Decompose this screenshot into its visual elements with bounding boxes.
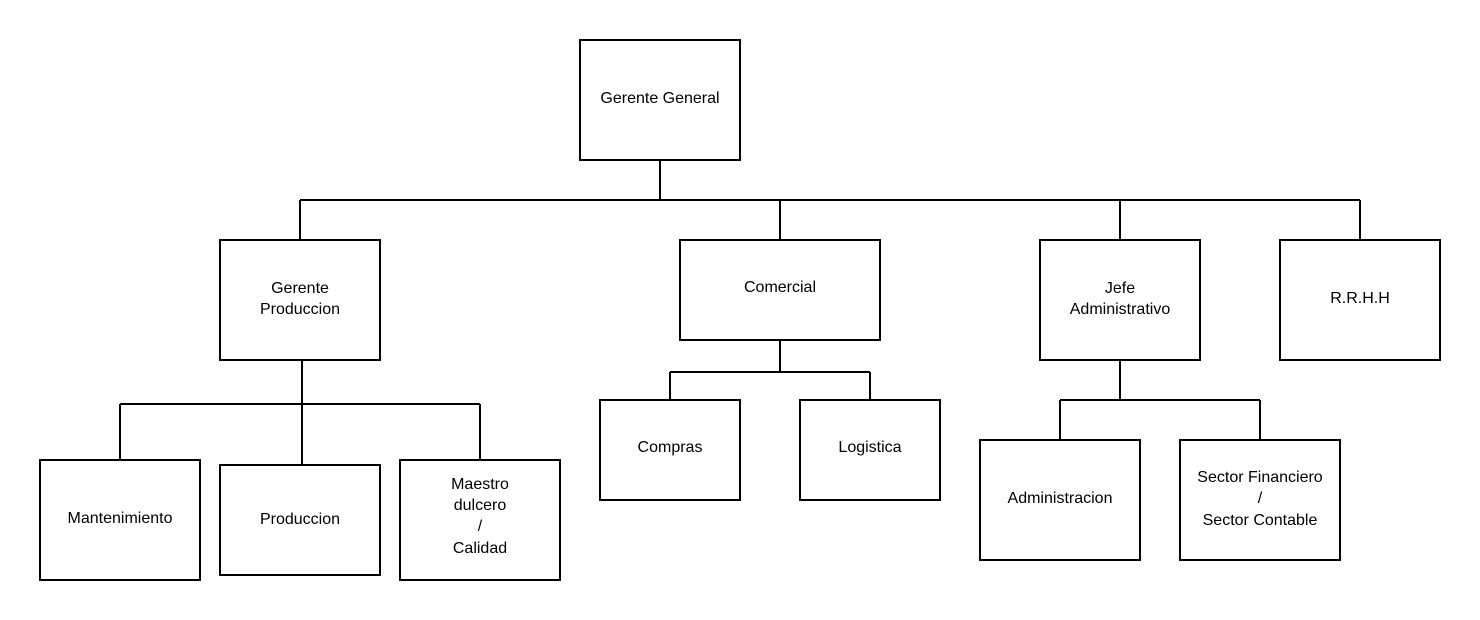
node-label-line: Gerente General (600, 90, 719, 107)
node-label-line: Sector Contable (1203, 512, 1318, 529)
node-label-line: / (1258, 490, 1263, 507)
node-gerente-general: Gerente General (579, 39, 741, 161)
node-label-line: Comercial (744, 279, 816, 296)
node-gerente-produccion: Gerente Produccion (219, 239, 381, 361)
node-sector-financiero: Sector Financiero / Sector Contable (1179, 439, 1341, 561)
node-administracion: Administracion (979, 439, 1141, 561)
connectors (119, 160, 1361, 465)
node-label-line: / (478, 518, 483, 535)
node-label-line: Administrativo (1070, 301, 1171, 318)
node-label-line: Sector Financiero (1197, 469, 1322, 486)
node-logistica: Logistica (799, 399, 941, 501)
node-jefe-administrativo: Jefe Administrativo (1039, 239, 1201, 361)
node-label-line: Mantenimiento (68, 510, 173, 527)
node-mantenimiento: Mantenimiento (39, 459, 201, 581)
node-produccion: Produccion (219, 464, 381, 576)
node-label-line: Logistica (838, 439, 901, 456)
node-label-line: R.R.H.H (1330, 290, 1390, 307)
node-comercial: Comercial (679, 239, 881, 341)
node-label-line: Administracion (1008, 490, 1113, 507)
node-label-line: Maestro (451, 476, 509, 493)
node-label-line: Produccion (260, 511, 340, 528)
node-label-line: Gerente (271, 280, 329, 297)
node-label-line: Jefe (1105, 280, 1135, 297)
node-compras: Compras (599, 399, 741, 501)
node-label-line: Compras (638, 439, 703, 456)
node-maestro-dulcero: Maestro dulcero / Calidad (399, 459, 561, 581)
node-label-line: Calidad (453, 540, 507, 557)
node-label-line: dulcero (454, 497, 507, 514)
node-rrhh: R.R.H.H (1279, 239, 1441, 361)
node-label-line: Produccion (260, 301, 340, 318)
